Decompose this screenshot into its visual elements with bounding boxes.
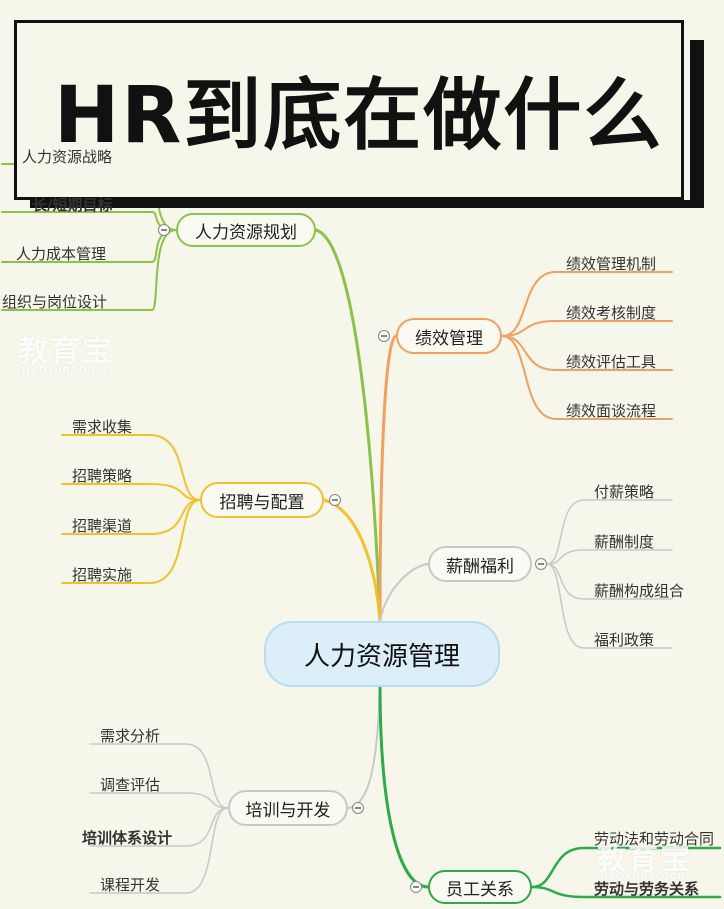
line-compensation-leaf-2 [546, 549, 673, 565]
collapse-planning-icon[interactable] [158, 224, 170, 236]
leaf-planning-3[interactable]: 人力成本管理 [16, 245, 107, 263]
leaf-compensation-3[interactable]: 薪酬构成组合 [594, 582, 685, 600]
line-recruiting-leaf-3 [61, 499, 201, 535]
line-relations-leaf-2 [530, 885, 722, 899]
watermark-url: JIAOYUBAO.CN [22, 366, 108, 376]
line-compensation-leaf-4 [546, 563, 673, 649]
collapse-performance-icon[interactable] [378, 330, 390, 342]
leaf-performance-1[interactable]: 绩效管理机制 [566, 255, 657, 273]
leaf-compensation-4[interactable]: 福利政策 [594, 631, 655, 649]
line-recruiting-leaf-1 [61, 434, 201, 501]
node-relations[interactable]: 员工关系 [428, 870, 532, 904]
leaf-performance-2[interactable]: 绩效考核制度 [566, 304, 657, 322]
line-training-leaf-4 [89, 807, 229, 894]
leaf-planning-1[interactable]: 人力资源战略 [22, 148, 113, 166]
line-root-training [347, 682, 381, 809]
node-planning[interactable]: 人力资源规划 [176, 213, 316, 247]
leaf-training-1[interactable]: 需求分析 [100, 727, 161, 745]
line-performance-leaf-1 [501, 271, 673, 337]
line-root-recruiting [322, 498, 382, 623]
collapse-recruiting-icon[interactable] [329, 494, 341, 506]
node-training[interactable]: 培训与开发 [228, 790, 348, 826]
leaf-performance-4[interactable]: 绩效面谈流程 [566, 402, 657, 420]
line-compensation-leaf-1 [546, 499, 673, 565]
line-training-leaf-1 [89, 743, 229, 809]
title-box [14, 20, 684, 200]
collapse-training-icon[interactable] [352, 802, 364, 814]
root-node[interactable]: 人力资源管理 [264, 621, 500, 687]
node-recruiting[interactable]: 招聘与配置 [200, 482, 324, 518]
title-box-shadow-right [690, 40, 704, 208]
collapse-compensation-icon[interactable] [535, 558, 547, 570]
title-box-shadow-bottom [30, 200, 704, 208]
line-compensation-leaf-3 [546, 563, 673, 600]
leaf-performance-3[interactable]: 绩效评估工具 [566, 353, 657, 371]
line-performance-leaf-3 [501, 335, 673, 371]
line-performance-leaf-4 [501, 335, 673, 420]
line-recruiting-leaf-2 [61, 483, 201, 501]
node-performance[interactable]: 绩效管理 [396, 318, 502, 354]
watermark-url-bottom: JIAOYUBAO.CN [600, 872, 686, 882]
collapse-relations-icon[interactable] [410, 881, 422, 893]
leaf-training-4[interactable]: 课程开发 [100, 876, 161, 894]
line-root-performance [378, 334, 398, 623]
line-root-planning [314, 228, 382, 623]
node-compensation[interactable]: 薪酬福利 [428, 546, 532, 582]
line-training-leaf-2 [89, 792, 229, 809]
leaf-compensation-2[interactable]: 薪酬制度 [594, 533, 655, 551]
leaf-compensation-1[interactable]: 付薪策略 [594, 483, 655, 501]
line-recruiting-leaf-4 [61, 499, 201, 584]
line-relations-leaf-1 [530, 846, 722, 889]
leaf-relations-1[interactable]: 劳动法和劳动合同 [594, 830, 715, 848]
leaf-relations-2[interactable]: 劳动与劳务关系 [594, 880, 700, 898]
line-training-leaf-3 [89, 807, 229, 847]
watermark-logo: 教育宝 [18, 334, 114, 369]
line-root-compensation [379, 563, 429, 622]
leaf-recruiting-2[interactable]: 招聘策略 [72, 467, 133, 485]
leaf-training-3[interactable]: 培训体系设计 [82, 829, 173, 847]
leaf-recruiting-1[interactable]: 需求收集 [72, 418, 133, 436]
leaf-recruiting-4[interactable]: 招聘实施 [72, 566, 133, 584]
leaf-planning-4[interactable]: 组织与岗位设计 [2, 293, 108, 311]
leaf-recruiting-3[interactable]: 招聘渠道 [72, 517, 133, 535]
page-title: HR到底在做什么 [54, 71, 664, 161]
watermark-logo-bottom: 教育宝 [596, 842, 692, 877]
line-performance-leaf-2 [501, 320, 673, 337]
leaf-training-2[interactable]: 调查评估 [100, 776, 161, 794]
line-root-relations [378, 681, 430, 889]
leaf-planning-2[interactable]: 长/短期目标 [32, 196, 113, 214]
